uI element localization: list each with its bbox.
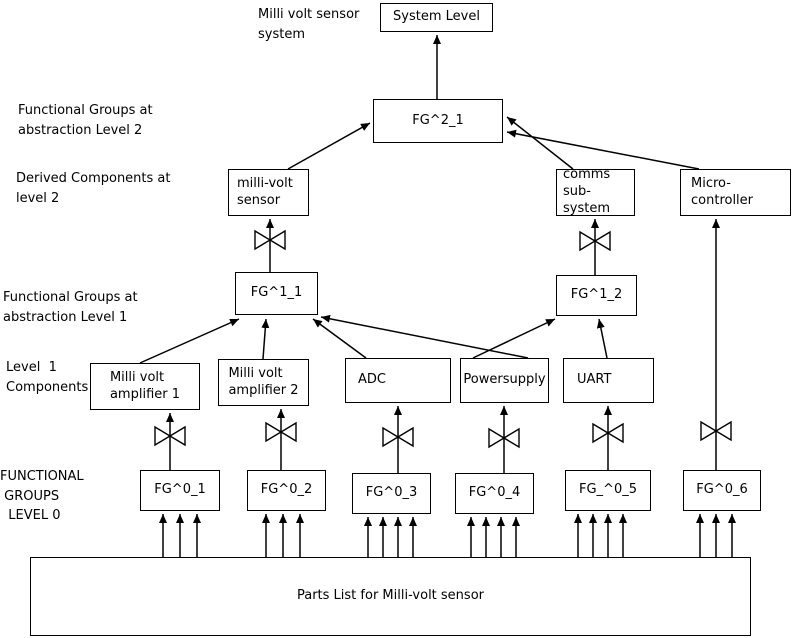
fg0-1-box: FG^0_1 bbox=[140, 470, 220, 511]
derived-components-label: Derived Components at level 2 bbox=[16, 171, 171, 206]
arrow-amp2-to-fg11 bbox=[261, 318, 270, 360]
comms-subsystem-box: comms sub-system bbox=[556, 167, 635, 216]
arrow-micro-to-fg21 bbox=[506, 129, 700, 170]
arrow-comms-to-fg21 bbox=[506, 116, 574, 170]
bowtie-icon bbox=[265, 421, 297, 443]
arrow-power-to-fg12 bbox=[472, 318, 556, 359]
adc-box: ADC bbox=[345, 358, 451, 403]
fg0-3-box: FG^0_3 bbox=[352, 473, 431, 514]
level1-components-label: Level 1 Components bbox=[6, 360, 89, 395]
millivolt-sensor-box: milli-volt sensor bbox=[228, 169, 309, 216]
fg1-1-box: FG^1_1 bbox=[235, 272, 318, 315]
arrow-sensor-to-fg21 bbox=[287, 122, 371, 170]
bowtie-icon bbox=[579, 230, 611, 252]
amplifier2-box: Milli volt amplifier 2 bbox=[218, 359, 309, 406]
parts-list-box: Parts List for Milli-volt sensor bbox=[30, 557, 751, 636]
bowtie-icon bbox=[154, 425, 186, 447]
amplifier1-box: Milli volt amplifier 1 bbox=[90, 363, 200, 410]
level2-groups-label: Functional Groups at abstraction Level 2 bbox=[18, 103, 153, 138]
arrow-amp1-to-fg11 bbox=[139, 318, 240, 364]
bowtie-icon bbox=[382, 426, 414, 448]
bowtie-icon bbox=[488, 427, 520, 449]
bowtie-icon bbox=[254, 229, 286, 251]
bowtie-icon bbox=[700, 420, 732, 442]
system-level-box: System Level bbox=[380, 3, 493, 32]
arrow-adc-to-fg11 bbox=[312, 318, 367, 359]
fg0-4-box: FG^0_4 bbox=[455, 473, 534, 514]
fg0-2-box: FG^0_2 bbox=[247, 470, 326, 511]
fg2-1-box: FG^2_1 bbox=[373, 99, 503, 143]
micro-controller-box: Micro- controller bbox=[680, 169, 791, 216]
uart-box: UART bbox=[563, 358, 654, 403]
bowtie-icon bbox=[592, 422, 624, 444]
level0-groups-label: FUNCTIONAL GROUPS LEVEL 0 bbox=[0, 469, 84, 523]
fg0-5-box: FG_^0_5 bbox=[565, 470, 651, 511]
fg1-2-box: FG^1_2 bbox=[556, 275, 637, 316]
arrow-uart-to-fg12 bbox=[596, 318, 608, 359]
arrow-power-to-fg11 bbox=[320, 314, 529, 359]
system-title-note: Milli volt sensor system bbox=[258, 7, 360, 42]
level1-groups-label: Functional Groups at abstraction Level 1 bbox=[3, 290, 138, 325]
powersupply-box: Powersupply bbox=[460, 358, 549, 403]
fg0-6-box: FG^0_6 bbox=[683, 470, 761, 511]
